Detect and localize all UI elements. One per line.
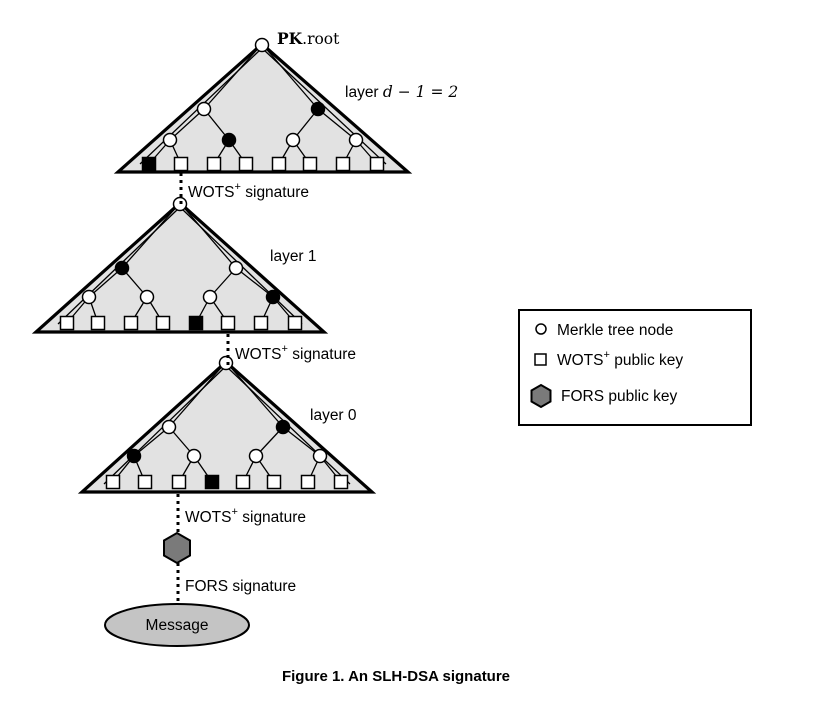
wots-public-key	[59, 315, 75, 331]
wots-signature-label-bottom: WOTS+ signature	[185, 506, 306, 526]
merkle-node	[139, 289, 155, 305]
legend-merkle-node-label: Merkle tree node	[557, 322, 673, 339]
signing-wots-public-key	[204, 474, 220, 490]
legend: Merkle tree node WOTS+ public key FORS p…	[518, 309, 752, 426]
legend-hexagon-icon	[530, 383, 552, 409]
fors-public-key-icon	[163, 531, 191, 565]
tree-edge	[203, 43, 263, 110]
tree-edge	[121, 202, 181, 269]
message-label: Message	[146, 617, 209, 634]
wots-public-key	[105, 474, 121, 490]
wots-signature-label-top: WOTS+ signature	[188, 181, 309, 201]
merkle-node	[248, 448, 264, 464]
signing-wots-public-key	[188, 315, 204, 331]
auth-path-node	[221, 132, 237, 148]
merkle-node	[81, 289, 97, 305]
legend-fors-pk-label: FORS public key	[561, 388, 678, 405]
merkle-node	[196, 101, 212, 117]
wots-public-key	[137, 474, 153, 490]
merkle-node	[186, 448, 202, 464]
wots-public-key	[155, 315, 171, 331]
auth-path-node	[265, 289, 281, 305]
wots-public-key	[235, 474, 251, 490]
tree-edge	[317, 108, 357, 141]
merkle-node	[161, 419, 177, 435]
wots-signature-label-mid: WOTS+ signature	[235, 343, 356, 363]
wots-public-key	[173, 156, 189, 172]
legend-square-icon	[534, 353, 547, 366]
wots-public-key	[271, 156, 287, 172]
merkle-node	[285, 132, 301, 148]
pk-root-label: PK.root	[277, 29, 340, 48]
tree-triangle	[77, 359, 377, 494]
signing-wots-public-key	[141, 156, 157, 172]
tree-edge	[179, 202, 237, 269]
hypertree-layer-1	[31, 196, 329, 334]
tree-edge	[235, 267, 274, 298]
tree-edge	[282, 426, 321, 457]
wots-public-key	[171, 474, 187, 490]
merkle-node	[312, 448, 328, 464]
tree-edge	[88, 267, 123, 298]
wots-public-key	[302, 156, 318, 172]
wots-public-key	[300, 474, 316, 490]
auth-path-node	[310, 101, 326, 117]
wots-public-key	[266, 474, 282, 490]
wots-public-key	[287, 315, 303, 331]
hypertree-layer-2	[113, 37, 413, 174]
wots-public-key	[90, 315, 106, 331]
layer-2-label: layer d − 1 = 2	[345, 83, 458, 101]
wots-public-key	[123, 315, 139, 331]
tree-edge	[168, 361, 227, 428]
fors-signature-label: FORS signature	[185, 578, 296, 595]
layer-0-label: layer 0	[310, 407, 357, 424]
legend-box	[518, 309, 752, 426]
layer-1-label: layer 1	[270, 248, 317, 265]
hypertree-layer-0	[77, 355, 377, 494]
wots-public-key	[369, 156, 385, 172]
merkle-node	[228, 260, 244, 276]
wots-public-key	[238, 156, 254, 172]
legend-circle-icon	[535, 323, 547, 335]
wots-public-key	[220, 315, 236, 331]
auth-path-node	[114, 260, 130, 276]
tree-edge	[169, 108, 205, 141]
merkle-node	[202, 289, 218, 305]
tree-triangle	[113, 41, 413, 174]
wots-public-key	[253, 315, 269, 331]
merkle-root-node	[218, 355, 234, 371]
tree-edge	[225, 361, 284, 428]
legend-wots-pk-label: WOTS+ public key	[557, 349, 683, 369]
auth-path-node	[275, 419, 291, 435]
merkle-node	[348, 132, 364, 148]
message-ellipse	[104, 603, 250, 647]
wots-public-key	[335, 156, 351, 172]
wots-public-key	[333, 474, 349, 490]
merkle-root-node	[254, 37, 270, 53]
auth-path-node	[126, 448, 142, 464]
figure-caption: Figure 1. An SLH-DSA signature	[282, 668, 510, 685]
tree-triangle	[31, 200, 329, 334]
wots-public-key	[206, 156, 222, 172]
tree-edge	[133, 426, 170, 457]
tree-edge	[261, 43, 319, 110]
merkle-node	[162, 132, 178, 148]
